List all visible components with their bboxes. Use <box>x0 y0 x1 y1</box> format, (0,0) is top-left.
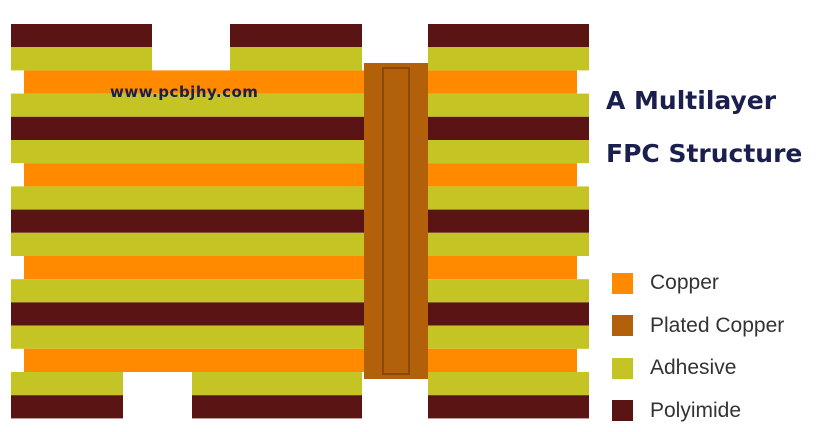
polyimide-swatch <box>612 400 633 422</box>
copper-layer-7-left <box>24 163 375 187</box>
adhesive-layer-8-left <box>11 186 375 210</box>
adhesive-layer-4-left <box>11 93 375 117</box>
diagram-title-line-1: A Multilayer <box>606 86 777 115</box>
adhesive-layer-10-right <box>415 232 589 256</box>
copper-layer-3-left <box>24 70 375 94</box>
polyimide-layer-1-right <box>428 24 589 48</box>
polyimide-layer-5-right <box>415 116 589 140</box>
copper-layer-3-right <box>415 70 577 94</box>
adhesive-layer-2-right <box>428 47 589 71</box>
copper-layer-7-right <box>415 163 577 187</box>
legend: Copper Plated Copper Adhesive Polyimide <box>612 262 784 432</box>
polyimide-layer-1-left-b <box>230 24 362 48</box>
copper-layer-15-right <box>415 348 577 372</box>
diagram-title-line-2: FPC Structure <box>606 139 803 168</box>
adhesive-layer-16-left-a <box>11 372 123 396</box>
polyimide-layer-5-left <box>11 116 375 140</box>
adhesive-layer-16-right <box>428 372 589 396</box>
adhesive-layer-4-right <box>415 93 589 117</box>
polyimide-layer-9-left <box>11 209 375 233</box>
plated-hole-inner <box>382 67 410 375</box>
adhesive-layer-12-left <box>11 279 375 303</box>
adhesive-layer-14-left <box>11 325 375 349</box>
adhesive-layer-14-right <box>415 325 589 349</box>
adhesive-swatch <box>612 357 633 379</box>
polyimide-layer-13-right <box>415 302 589 326</box>
adhesive-layer-2-left-a <box>11 47 152 71</box>
adhesive-layer-10-left <box>11 232 375 256</box>
adhesive-layer-6-right <box>415 140 589 164</box>
adhesive-layer-16-left-b <box>192 372 362 396</box>
copper-swatch <box>612 272 633 294</box>
polyimide-layer-17-right <box>428 395 589 419</box>
copper-layer-15-left <box>24 348 375 372</box>
adhesive-layer-2-left-b <box>230 47 362 71</box>
legend-label-copper: Copper <box>650 271 719 295</box>
legend-label-polyimide: Polyimide <box>650 398 742 422</box>
legend-item-polyimide: Polyimide <box>612 390 784 432</box>
adhesive-layer-8-right <box>415 186 589 210</box>
legend-item-copper: Copper <box>612 262 784 305</box>
legend-label-adhesive: Adhesive <box>650 356 737 380</box>
copper-layer-11-right <box>415 256 577 280</box>
polyimide-layer-9-right <box>415 209 589 233</box>
adhesive-layer-12-right <box>415 279 589 303</box>
copper-layer-11-left <box>24 256 375 280</box>
legend-item-adhesive: Adhesive <box>612 347 784 390</box>
polyimide-layer-17-left-a <box>11 395 123 419</box>
legend-item-plated-copper: Plated Copper <box>612 305 784 348</box>
legend-label-plated-copper: Plated Copper <box>650 313 785 337</box>
watermark-url: www.pcbjhy.com <box>110 83 259 101</box>
polyimide-layer-13-left <box>11 302 375 326</box>
adhesive-layer-6-left <box>11 140 375 164</box>
polyimide-layer-1-left-a <box>11 24 152 48</box>
polyimide-layer-17-left-b <box>192 395 362 419</box>
plated-copper-swatch <box>612 315 633 337</box>
